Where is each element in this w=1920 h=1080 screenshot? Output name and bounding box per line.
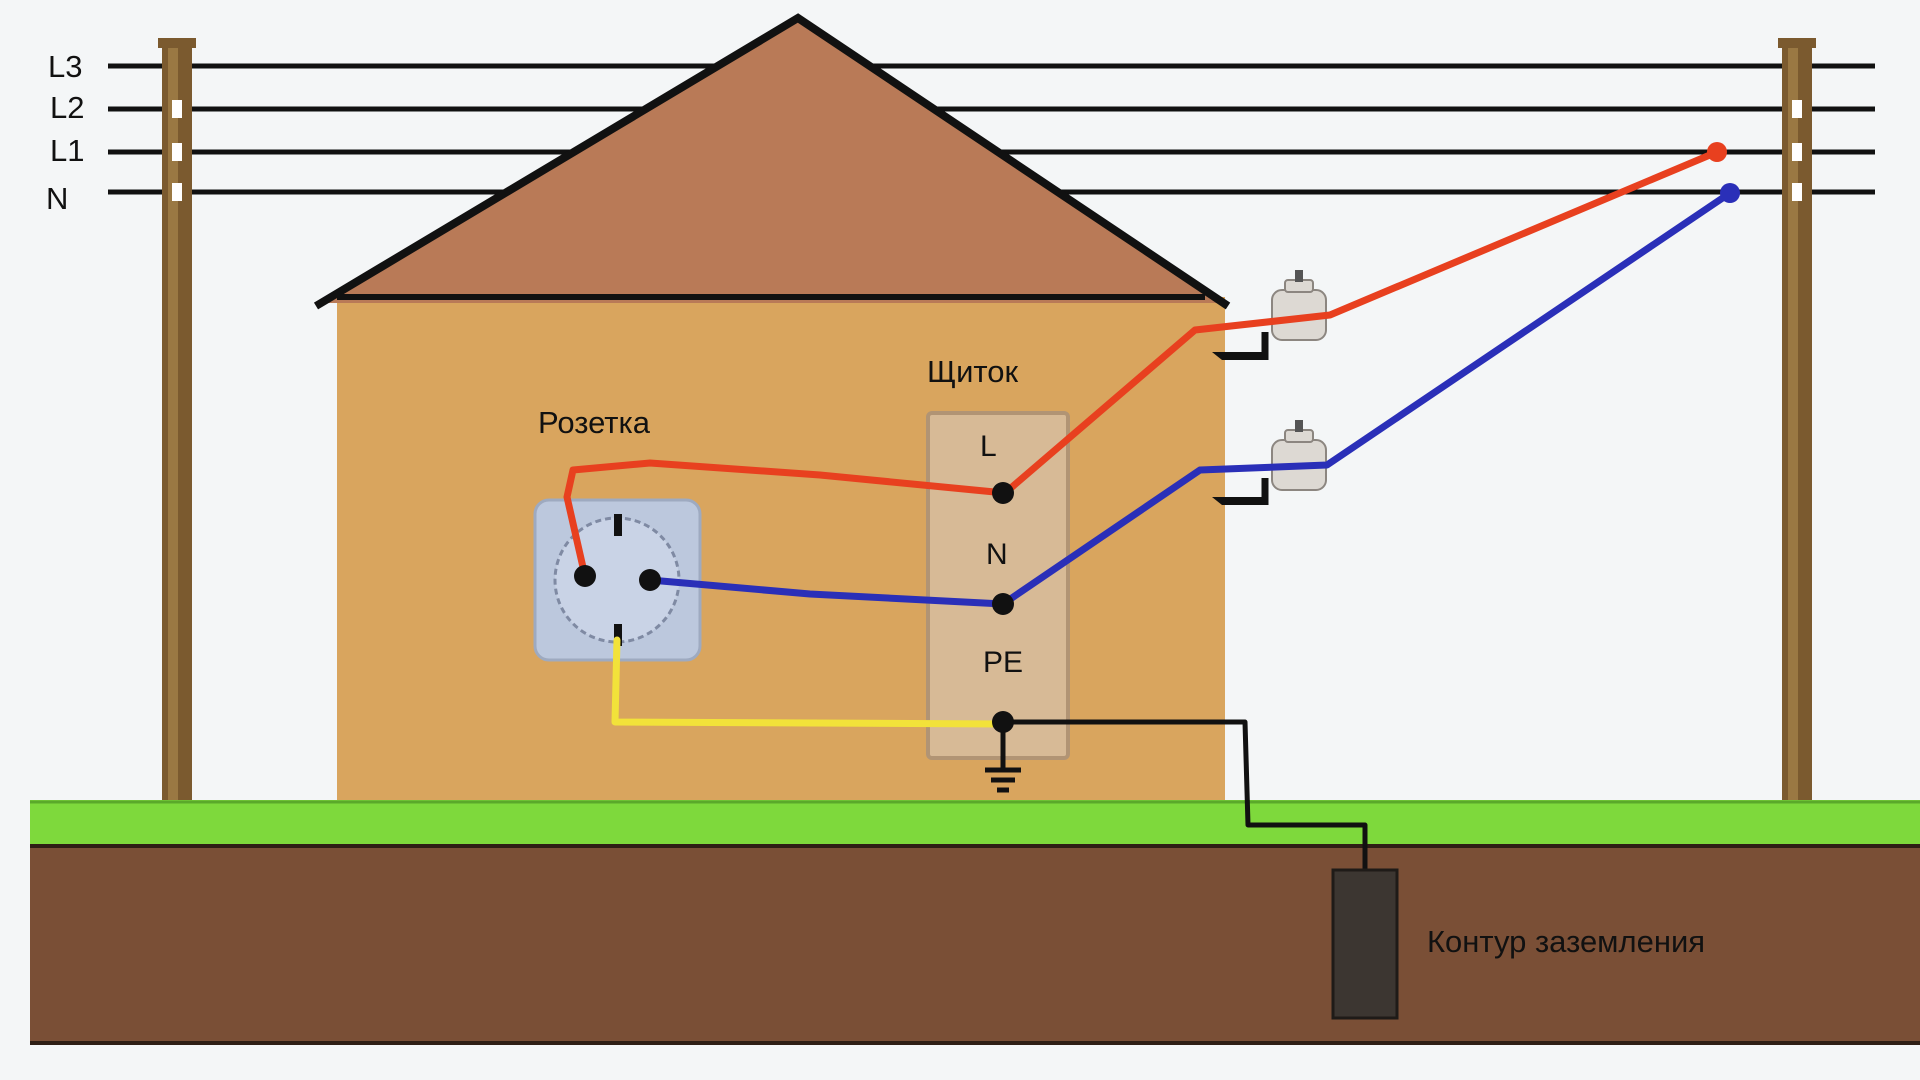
roof (318, 18, 1226, 303)
socket-label: Розетка (538, 405, 651, 440)
soil (30, 844, 1920, 1044)
panel-terminal-l-label: L (980, 430, 997, 463)
house (313, 13, 1231, 800)
panel-l-terminal (992, 482, 1014, 504)
neutral-tap-point (1720, 183, 1740, 203)
left-pole (158, 38, 196, 800)
earth-wire (611, 636, 1007, 728)
label-l3: L3 (48, 49, 82, 84)
ground-link-wire (1003, 719, 1368, 874)
roof-outline (313, 13, 1231, 310)
panel-terminal-pe-label: PE (983, 646, 1023, 679)
label-n: N (46, 181, 68, 216)
grass-strip (30, 800, 1920, 844)
panel-terminal-n-label: N (986, 538, 1008, 571)
socket-neutral-terminal (639, 569, 661, 591)
distribution-panel (926, 411, 1070, 760)
right-pole (1778, 38, 1816, 800)
panel-pe-terminal (992, 711, 1014, 733)
ground-electrode (1331, 868, 1399, 1020)
label-l2: L2 (50, 90, 84, 125)
panel-label: Щиток (927, 354, 1018, 389)
label-l1: L1 (50, 133, 84, 168)
house-wall (337, 297, 1225, 800)
panel-n-terminal (992, 593, 1014, 615)
socket-phase-terminal (574, 565, 596, 587)
phase-tap-point (1707, 142, 1727, 162)
phase-wire (563, 148, 1721, 580)
neutral-wire (646, 189, 1734, 608)
ground-loop-label: Контур заземления (1427, 924, 1705, 959)
